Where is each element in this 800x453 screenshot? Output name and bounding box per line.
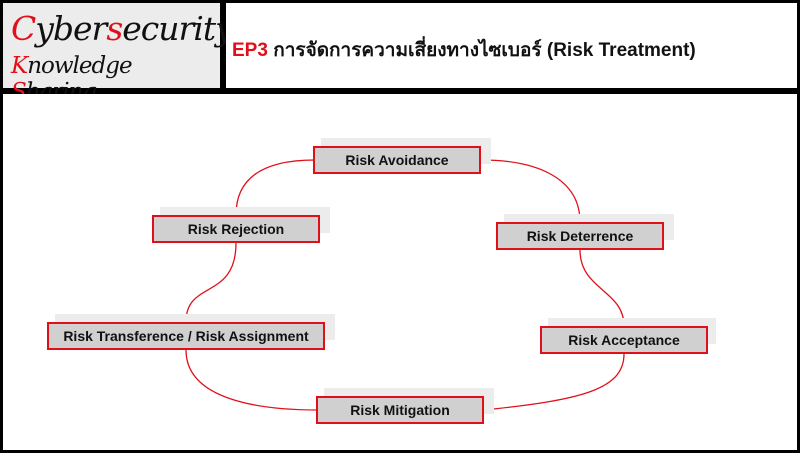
- logo-text: ecurity: [122, 9, 233, 48]
- logo-letter: s: [106, 9, 123, 48]
- node-risk-rejection: Risk Rejection: [152, 215, 320, 243]
- logo-line-1: Cybersecurity: [11, 9, 234, 48]
- episode-label: EP3: [232, 40, 268, 61]
- node-risk-mitigation: Risk Mitigation: [316, 396, 484, 424]
- node-risk-transference: Risk Transference / Risk Assignment: [47, 322, 325, 350]
- header: EP3 การจัดการความเสี่ยงทางไซเบอร์ (Risk …: [226, 3, 797, 88]
- connector-line: [483, 353, 625, 411]
- logo-letter: K: [11, 53, 28, 79]
- logo-text: yber: [35, 9, 107, 48]
- connector-line: [235, 159, 316, 216]
- node-risk-deterrence: Risk Deterrence: [496, 222, 664, 250]
- title-text: การจัดการความเสี่ยงทางไซเบอร์ (Risk Trea…: [267, 40, 696, 61]
- node-risk-acceptance: Risk Acceptance: [540, 326, 708, 354]
- connector-line: [185, 242, 237, 323]
- logo-letter: C: [11, 9, 36, 48]
- connector-line: [579, 249, 625, 327]
- logo-text: nowledge: [27, 53, 132, 79]
- connector-line: [185, 349, 319, 411]
- connector-line: [480, 159, 581, 223]
- page-title: EP3 การจัดการความเสี่ยงทางไซเบอร์ (Risk …: [232, 35, 696, 65]
- node-risk-avoidance: Risk Avoidance: [313, 146, 481, 174]
